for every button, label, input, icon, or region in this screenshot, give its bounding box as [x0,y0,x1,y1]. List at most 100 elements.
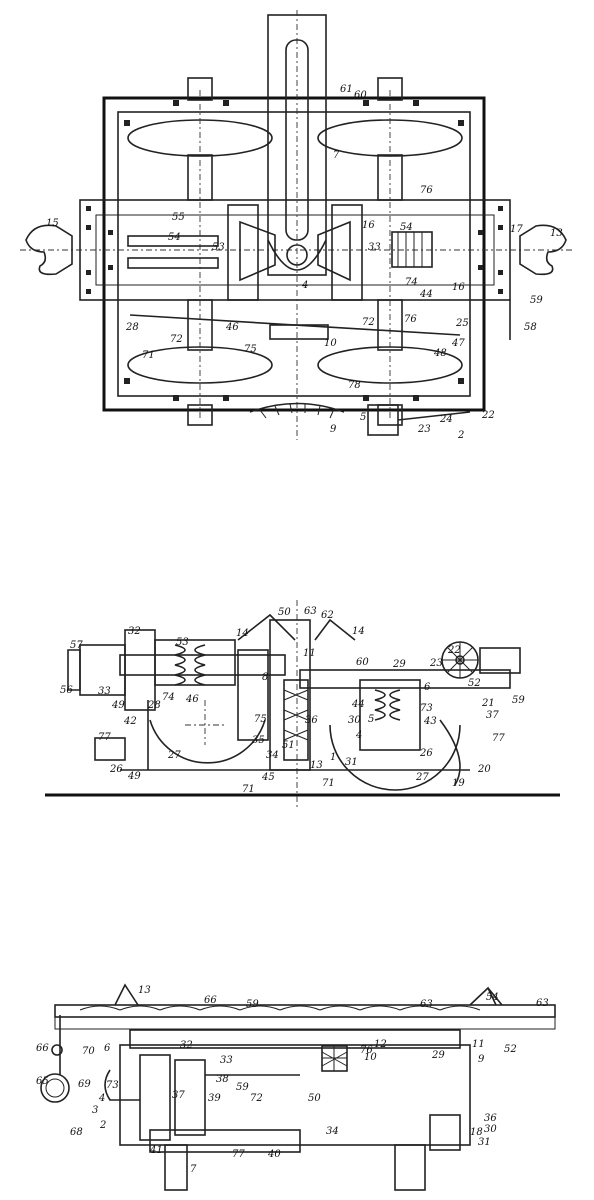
side-elevation-figure: 50 63 62 14 14 57 32 53 11 60 29 22 23 5… [45,600,560,810]
side-label: 23 [429,658,443,669]
plan-label: 15 [46,218,59,229]
front-label: 66 [36,1043,49,1054]
plan-label: 2 [457,430,464,441]
front-label: 11 [472,1039,485,1050]
front-label: 9 [478,1054,485,1065]
plan-label: 44 [419,289,433,300]
side-label: 62 [321,610,334,621]
side-label: 13 [310,760,323,771]
front-label: 39 [208,1093,221,1104]
plan-label: 53 [212,242,225,253]
front-label: 12 [374,1039,387,1050]
front-label: 54 [486,992,499,1003]
side-label: 31 [345,757,358,768]
side-label: 33 [98,686,111,697]
plan-label: 54 [400,222,413,233]
side-label: 71 [242,784,255,795]
plan-label: 13 [550,228,563,239]
front-label: 73 [106,1080,119,1091]
side-label: 77 [98,732,111,743]
front-label: 66 [204,995,217,1006]
plan-label: 16 [362,220,375,231]
front-label: 76 [360,1045,373,1056]
front-label: 37 [172,1090,185,1101]
side-label: 50 [278,607,291,618]
side-label: 71 [322,778,335,789]
front-label: 70 [82,1046,95,1057]
plan-label: 22 [481,410,495,421]
side-label: 22 [447,645,461,656]
side-label: 26 [109,764,123,775]
plan-label: 76 [420,185,433,196]
front-label: 63 [420,999,433,1010]
side-label: 21 [481,698,495,709]
side-label: 74 [162,692,175,703]
plan-label: 46 [225,322,239,333]
front-label: 18 [470,1127,483,1138]
plan-label: 25 [455,318,469,329]
front-label: 65 [36,1076,49,1087]
front-label: 63 [536,998,549,1009]
side-label: 37 [486,710,499,721]
front-label: 33 [220,1055,233,1066]
side-label: 4 [355,730,362,741]
front-label: 72 [250,1093,263,1104]
plan-label: 5 [360,412,366,423]
plan-label: 7 [333,150,340,161]
side-label: 29 [392,659,406,670]
front-label: 4 [98,1093,105,1104]
front-label: 38 [216,1074,229,1085]
side-label: 5 [368,714,374,725]
plan-label: 10 [324,338,337,349]
side-label: 73 [420,703,433,714]
plan-label: 59 [530,295,543,306]
plan-label: 33 [368,242,381,253]
plan-label: 76 [404,314,417,325]
front-label: 59 [246,999,259,1010]
plan-label: 48 [433,348,447,359]
side-label: 34 [266,750,279,761]
front-label: 68 [70,1127,83,1138]
plan-label: 9 [330,424,337,435]
side-label: 57 [70,640,83,651]
side-label: 56 [60,685,73,696]
front-label: 32 [180,1040,193,1051]
side-label: 1 [330,752,336,763]
front-label: 50 [308,1093,321,1104]
side-label: 45 [261,772,275,783]
front-label: 31 [478,1137,491,1148]
side-label: 52 [468,678,481,689]
side-label: 42 [123,716,137,727]
side-label: 6 [424,682,431,693]
front-label: 3 [92,1105,98,1116]
side-label: 44 [351,699,365,710]
front-label: 13 [138,985,151,996]
plan-label: 75 [244,344,257,355]
side-label: 19 [452,778,465,789]
plan-label: 72 [170,334,183,345]
plan-label: 55 [172,212,185,223]
side-label: 27 [415,772,429,783]
front-label: 10 [364,1052,377,1063]
side-label: 27 [167,750,181,761]
front-label: 41 [149,1145,163,1156]
side-label: 75 [254,714,267,725]
plan-label: 60 [354,90,367,101]
side-label: 11 [303,648,316,659]
plan-label: 47 [451,338,465,349]
front-label: 40 [267,1149,281,1160]
plan-label: 23 [417,424,431,435]
side-label: 36 [305,715,318,726]
plan-label: 72 [362,317,375,328]
plan-label: 54 [168,232,181,243]
side-label: 28 [147,700,161,711]
front-label: 59 [236,1082,249,1093]
side-label: 46 [185,694,199,705]
side-label: 51 [282,740,295,751]
front-label: 34 [326,1126,339,1137]
front-label: 52 [504,1044,517,1055]
side-label: 60 [356,657,369,668]
front-label: 7 [190,1164,197,1175]
side-label: 14 [236,628,249,639]
plan-label: 74 [405,277,418,288]
